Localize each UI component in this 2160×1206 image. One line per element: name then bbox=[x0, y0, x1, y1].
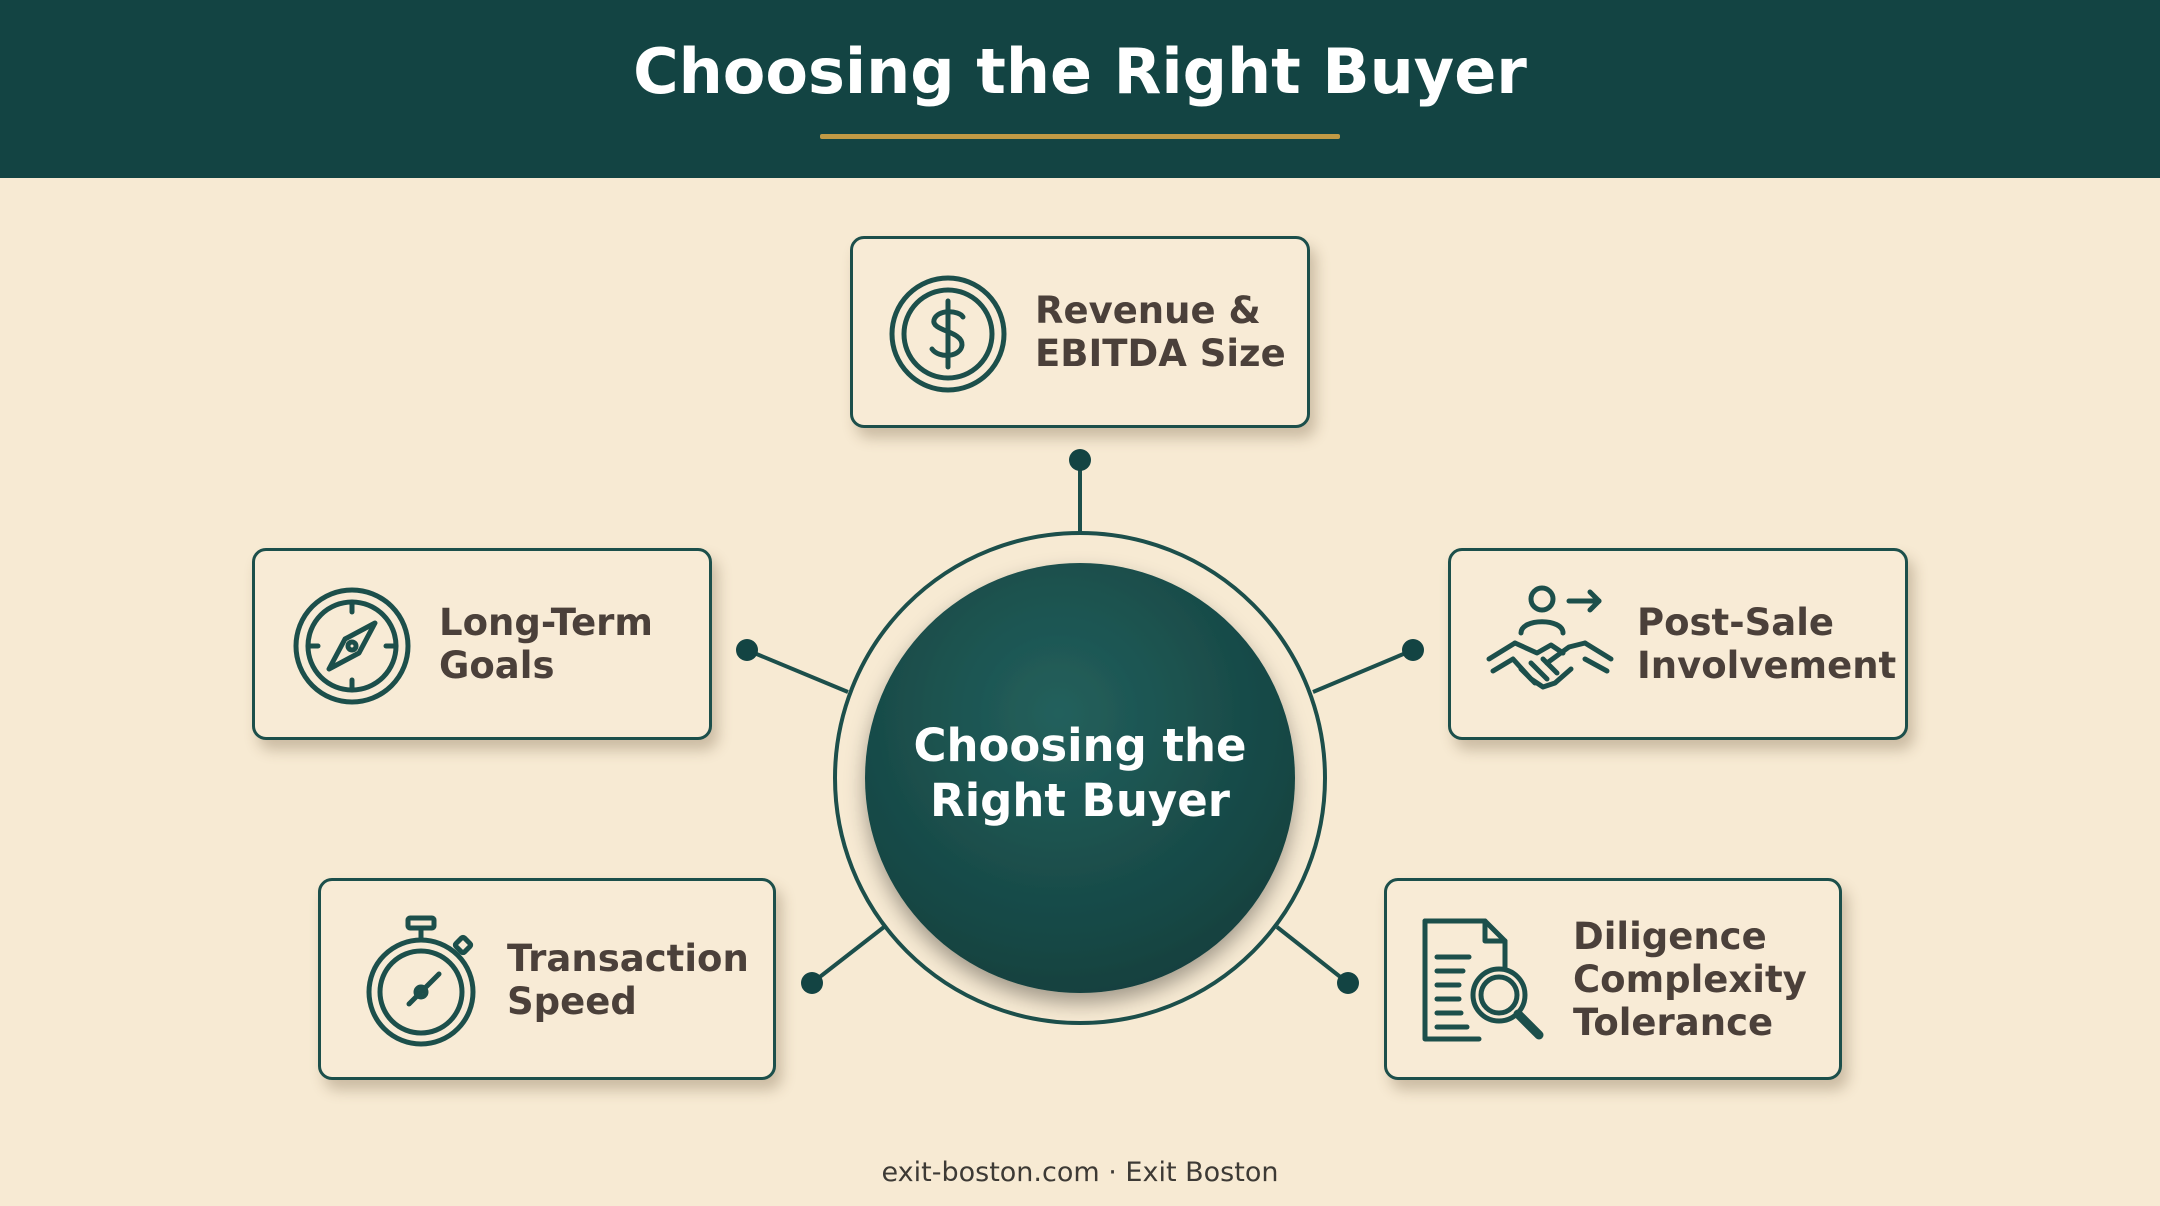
connector-dot-revenue bbox=[1069, 449, 1091, 471]
connector-dot-longterm bbox=[736, 639, 758, 661]
connector-longterm bbox=[746, 648, 849, 694]
card-speed-line-2: Speed bbox=[507, 980, 637, 1023]
page-title: Choosing the Right Buyer bbox=[633, 35, 1527, 108]
connector-postsale bbox=[1312, 648, 1414, 694]
card-longterm-line-2: Goals bbox=[439, 644, 555, 687]
card-long-term-goals: Long-Term Goals bbox=[252, 548, 712, 740]
hub-label-line-2: Right Buyer bbox=[930, 774, 1230, 827]
hub-label: Choosing the Right Buyer bbox=[880, 718, 1280, 828]
title-underline bbox=[820, 134, 1340, 139]
compass-icon bbox=[293, 587, 411, 705]
hub-circle bbox=[865, 563, 1295, 993]
card-postsale-line-2: Involvement bbox=[1637, 644, 1897, 687]
card-revenue-line-1: Revenue & bbox=[1035, 289, 1261, 332]
hub-label-line-1: Choosing the bbox=[913, 719, 1247, 772]
footer-credit: exit-boston.com · Exit Boston bbox=[881, 1157, 1279, 1188]
card-revenue-line-2: EBITDA Size bbox=[1035, 332, 1286, 375]
connector-dot-diligence bbox=[1337, 972, 1359, 994]
dollar-coin-icon bbox=[889, 275, 1007, 393]
document-search-icon bbox=[1422, 918, 1544, 1042]
connector-speed bbox=[810, 925, 886, 985]
card-diligence-complexity-tolerance: Diligence Complexity Tolerance bbox=[1384, 878, 1842, 1080]
card-longterm-line-1: Long-Term bbox=[439, 601, 653, 644]
connector-dot-postsale bbox=[1402, 639, 1424, 661]
card-diligence-line-2: Complexity bbox=[1573, 958, 1807, 1001]
card-revenue-ebitda: Revenue & EBITDA Size bbox=[850, 236, 1310, 428]
card-speed-line-1: Transaction bbox=[507, 937, 749, 980]
card-post-sale-involvement: Post-Sale Involvement bbox=[1448, 548, 1908, 740]
connector-dot-speed bbox=[801, 972, 823, 994]
card-diligence-line-3: Tolerance bbox=[1573, 1001, 1774, 1044]
card-postsale-line-1: Post-Sale bbox=[1637, 601, 1834, 644]
connector-diligence bbox=[1275, 925, 1350, 985]
stopwatch-icon bbox=[366, 915, 476, 1047]
card-diligence-line-1: Diligence bbox=[1573, 915, 1767, 958]
hub-outer-ring bbox=[833, 531, 1327, 1025]
header-banner: Choosing the Right Buyer bbox=[0, 0, 2160, 178]
card-transaction-speed: Transaction Speed bbox=[318, 878, 776, 1080]
handshake-icon bbox=[1486, 585, 1614, 690]
